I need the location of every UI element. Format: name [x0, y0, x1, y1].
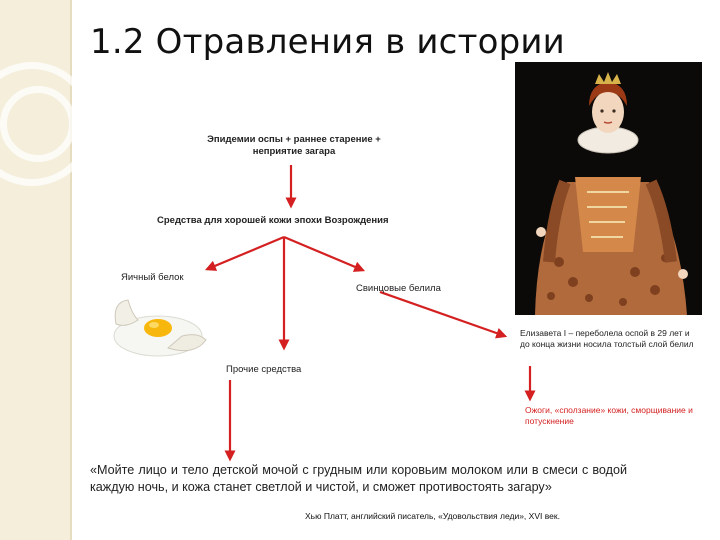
decorative-circle: [0, 62, 94, 186]
decorative-sidebar: [0, 0, 94, 540]
quote-author: Хью Платт, английский писатель, «Удоволь…: [305, 511, 560, 521]
arrow-lead-to-elizabeth: [379, 290, 508, 339]
elizabeth-portrait-image: [515, 62, 702, 315]
slide-title: 1.2 Отравления в истории: [90, 22, 565, 62]
arrow-to-lead-white: [283, 235, 366, 272]
elizabeth-note: Елизавета I – переболела оспой в 29 лет …: [520, 328, 694, 349]
sidebar-stripe: [70, 0, 72, 540]
remedy-other: Прочие средства: [226, 364, 302, 375]
egg-image: [113, 299, 207, 357]
arrow-to-egg-white: [204, 235, 285, 271]
decorative-circle: [0, 86, 76, 162]
chain-top-text: Эпидемии оспы + раннее старение + неприя…: [207, 134, 381, 157]
remedy-lead-white: Свинцовые белила: [356, 283, 441, 294]
remedy-egg-white: Яичный белок: [121, 272, 184, 283]
renaissance-quote: «Мойте лицо и тело детской мочой с грудн…: [90, 463, 627, 494]
chain-middle-text: Средства для хорошей кожи эпохи Возрожде…: [157, 215, 389, 226]
consequences-text: Ожоги, «сползание» кожи, сморщивание и п…: [525, 405, 693, 426]
